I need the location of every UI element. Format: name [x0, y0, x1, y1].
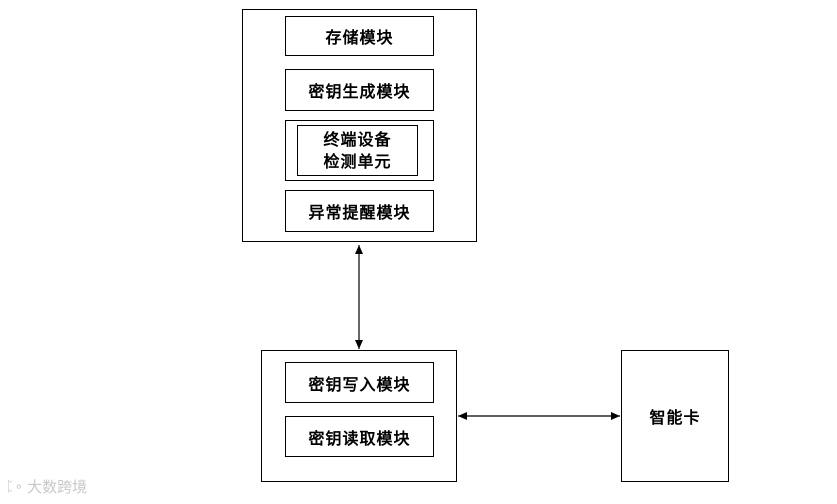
watermark-text: 大数跨境	[27, 478, 88, 496]
storage-module-label: 存储模块	[325, 28, 394, 47]
watermark-logo-icon: ᛈ∘	[6, 478, 24, 495]
key-read-module-label: 密钥读取模块	[308, 428, 411, 448]
watermark: ᛈ∘ 大数跨境	[6, 476, 87, 497]
key-generation-module: 密钥生成模块	[285, 69, 434, 111]
anomaly-alert-module-label: 异常提醒模块	[308, 203, 411, 222]
key-write-module-label: 密钥写入模块	[308, 374, 411, 394]
detection-unit-line1: 终端设备	[323, 129, 392, 149]
storage-module: 存储模块	[285, 16, 434, 56]
key-generation-module-label: 密钥生成模块	[308, 82, 411, 101]
smart-card-label: 智能卡	[649, 408, 701, 427]
key-write-module: 密钥写入模块	[285, 362, 434, 403]
key-read-module: 密钥读取模块	[285, 416, 434, 457]
detection-unit-line2: 检测单元	[323, 151, 392, 171]
terminal-device-detection-unit: 终端设备 检测单元	[297, 125, 418, 176]
smart-card: 智能卡	[621, 350, 729, 482]
anomaly-alert-module: 异常提醒模块	[285, 190, 434, 232]
